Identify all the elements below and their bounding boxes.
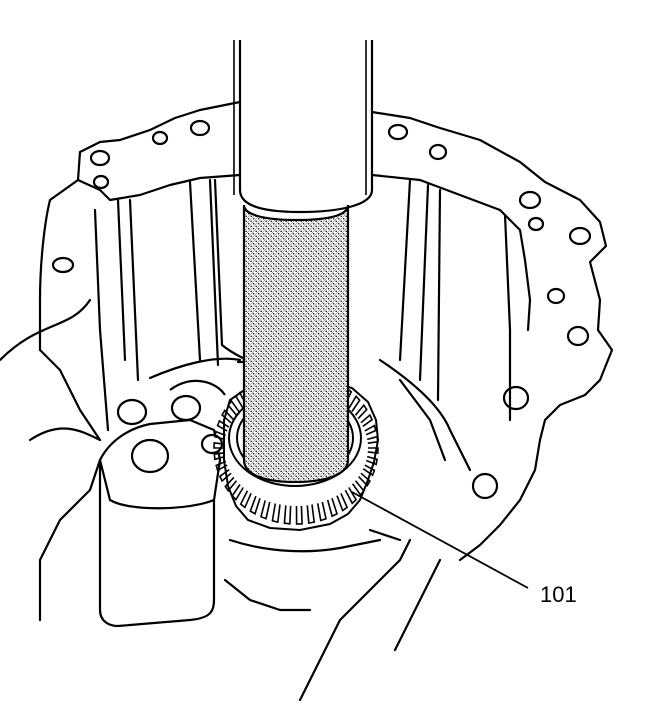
gear-tooth [360,413,374,428]
gear-tooth [348,394,361,412]
callout-101: 101 [351,491,577,607]
gear-tooth [216,419,230,432]
gear-tooth [213,442,225,449]
gear-tooth [221,409,234,424]
callout-label: 101 [540,582,577,607]
boss-block [98,379,226,628]
gear-tooth [362,464,376,477]
gear-tooth [306,504,316,525]
gear-tooth [367,447,379,454]
gear-tooth [249,495,261,515]
gear-tooth [336,492,349,512]
tool-shaft [233,40,374,484]
gear-tooth [344,487,358,505]
gear-tooth [354,403,368,420]
housing-outline [0,100,614,702]
gear-tooth [218,468,232,483]
gear-tooth [366,455,379,466]
gear-tooth [227,399,241,416]
gear-tooth [213,452,226,461]
gear-tooth [231,484,244,502]
gear-tooth [366,435,379,444]
gear-tooth [283,505,292,525]
gear-teeth [213,384,379,525]
bolt-holes [51,119,592,500]
gear-tooth [224,476,238,493]
gear-tooth [260,500,271,520]
gear-tooth [271,503,281,524]
gear-tooth [326,497,338,518]
gear-tooth [364,424,377,436]
gear-tooth [295,505,303,525]
gear-tooth [239,490,252,509]
gear-tooth [215,460,228,472]
gear-tooth [358,472,371,487]
gear-tooth [351,480,365,497]
gear-tooth [213,430,226,441]
gear-tooth [316,501,327,522]
